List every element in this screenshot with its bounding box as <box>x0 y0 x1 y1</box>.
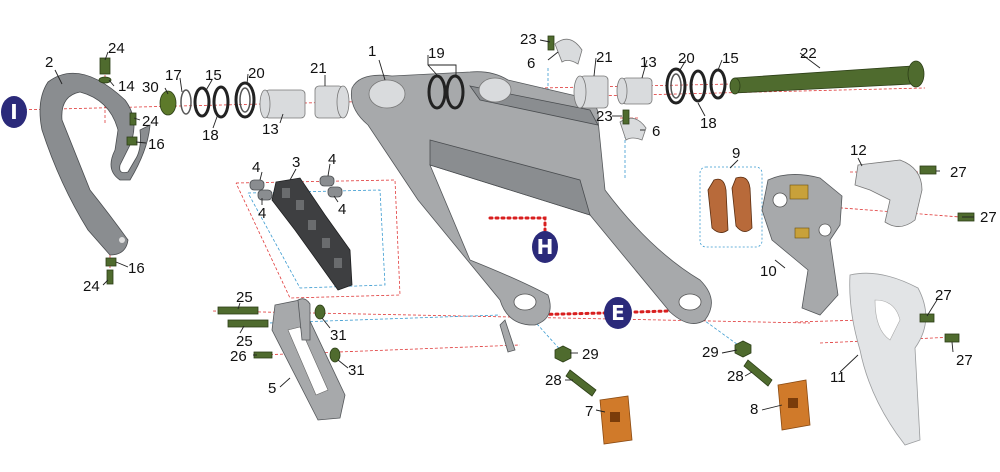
marker-badge <box>1 96 27 128</box>
bushing-part-4 <box>249 175 343 201</box>
callout-12: 12 <box>850 142 867 159</box>
callout-3: 3 <box>292 154 300 171</box>
brake-pads-part-9 <box>699 166 763 248</box>
callout-7: 7 <box>585 403 593 420</box>
chain-slider-part-3 <box>271 177 353 291</box>
callout-4: 4 <box>252 159 260 176</box>
callout-23: 23 <box>596 108 613 125</box>
callout-25: 25 <box>236 333 253 350</box>
callout-29: 29 <box>702 344 719 361</box>
chain-guard-part-5 <box>271 298 346 421</box>
marker-label: I <box>10 100 17 124</box>
callout-16: 16 <box>148 136 165 153</box>
reference-marker-e: E <box>604 297 632 329</box>
callout-18: 18 <box>700 115 717 132</box>
callout-21: 21 <box>310 60 327 77</box>
callout-16: 16 <box>128 260 145 277</box>
callout-4: 4 <box>258 205 266 222</box>
callout-8: 8 <box>750 401 758 418</box>
axle-part-22 <box>729 60 925 95</box>
callout-22: 22 <box>800 45 817 62</box>
chain-guide-arm-part-2 <box>39 72 151 256</box>
marker-label: H <box>537 235 554 259</box>
callout-25: 25 <box>236 289 253 306</box>
copper-block-part-8 <box>777 379 811 431</box>
callout-4: 4 <box>338 201 346 218</box>
reference-marker-h: H <box>532 231 558 263</box>
swingarm-part-1 <box>350 71 712 353</box>
callout-29: 29 <box>582 346 599 363</box>
callout-15: 15 <box>205 67 222 84</box>
copper-block-part-7 <box>599 395 633 445</box>
callout-27: 27 <box>980 209 997 226</box>
marker-badge <box>604 297 632 329</box>
marker-badge <box>532 231 558 263</box>
brake-caliper-part-10 <box>761 174 843 316</box>
callout-10: 10 <box>760 263 777 280</box>
callout-20: 20 <box>678 50 695 67</box>
callout-labels: 1 2 3 4 4 4 4 5 6 6 7 8 9 10 11 12 13 13… <box>45 31 997 420</box>
reference-marker-i: I <box>1 96 27 128</box>
fasteners <box>98 35 975 397</box>
callout-11: 11 <box>830 369 846 386</box>
callout-13: 13 <box>640 54 657 71</box>
callout-27: 27 <box>956 352 973 369</box>
disc-guard-part-11 <box>849 272 927 446</box>
callout-27: 27 <box>935 287 952 304</box>
callout-20: 20 <box>248 65 265 82</box>
callout-19: 19 <box>428 45 445 62</box>
callout-24: 24 <box>142 113 159 130</box>
callout-18: 18 <box>202 127 219 144</box>
callout-31: 31 <box>330 327 347 344</box>
callout-15: 15 <box>722 50 739 67</box>
callout-14: 14 <box>118 78 135 95</box>
callout-5: 5 <box>268 380 276 397</box>
callout-28: 28 <box>727 368 744 385</box>
callout-2: 2 <box>45 54 53 71</box>
marker-label: E <box>611 301 625 325</box>
bearings-and-spacers <box>159 67 727 119</box>
callout-31: 31 <box>348 362 365 379</box>
callout-1: 1 <box>368 43 376 60</box>
callout-13: 13 <box>262 121 279 138</box>
callout-28: 28 <box>545 372 562 389</box>
callout-17: 17 <box>165 67 182 84</box>
callout-27: 27 <box>950 164 967 181</box>
callout-9: 9 <box>732 145 740 162</box>
caliper-bracket-part-12 <box>854 159 923 227</box>
callout-26: 26 <box>230 348 247 365</box>
callout-23: 23 <box>520 31 537 48</box>
callout-21: 21 <box>596 49 613 66</box>
leader-lines <box>54 39 974 413</box>
callout-24: 24 <box>83 278 100 295</box>
callout-24: 24 <box>108 40 125 57</box>
callout-6: 6 <box>527 55 535 72</box>
callout-4: 4 <box>328 151 336 168</box>
callout-6: 6 <box>652 123 660 140</box>
callout-30: 30 <box>142 79 159 96</box>
